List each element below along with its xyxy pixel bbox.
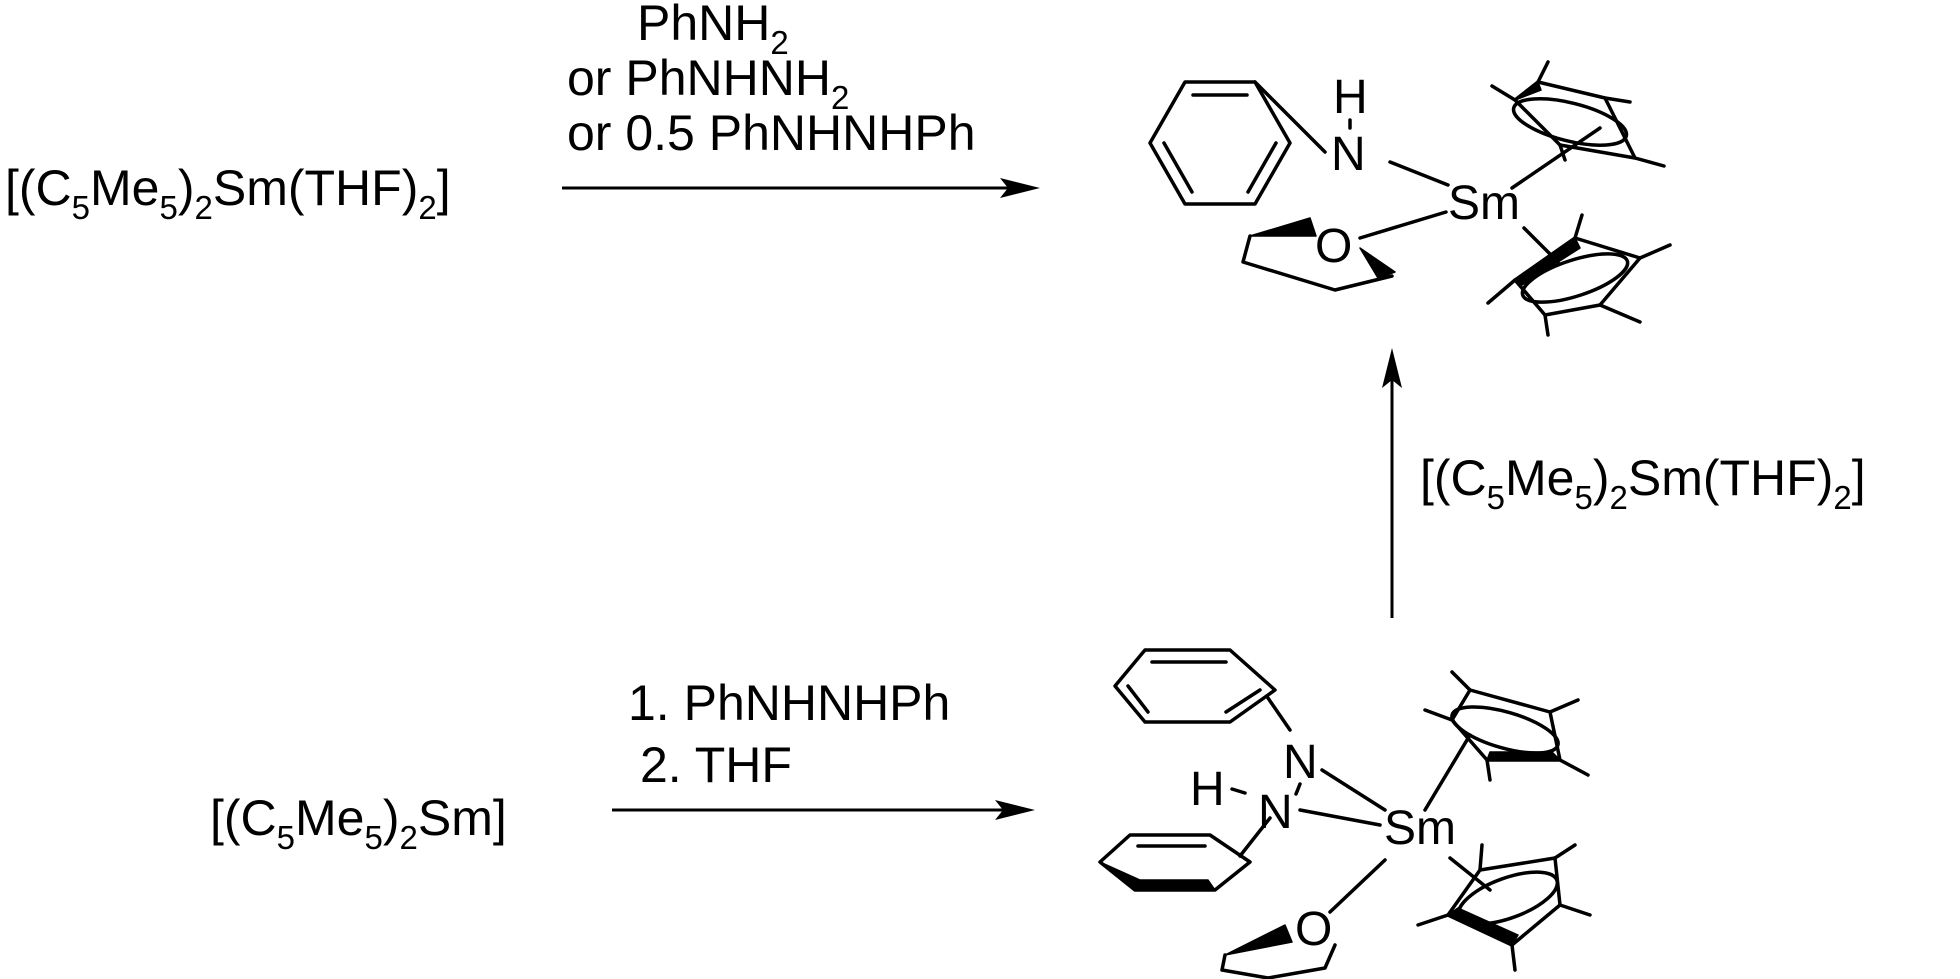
top-amide-n: N [1331,128,1366,181]
top-thf-wedge-right [1359,247,1396,279]
bottom-sm-atom: Sm [1384,802,1456,855]
top-reaction: [(C5Me5)2Sm(THF)2] PhNH2 or PhNHNH2 or 0… [5,0,1040,226]
top-arrow-head [1000,178,1040,198]
bottom-hydrazido-h: H [1190,763,1225,816]
vertical-reaction: [(C5Me5)2Sm(THF)2] [1382,348,1866,618]
top-reagent-3: or 0.5 PhNHNHPh [567,105,976,161]
bottom-reactant-formula: [(C5Me5)2Sm] [210,790,507,856]
top-reagent-1: PhNH2 [637,0,789,61]
top-thf-oxygen: O [1315,220,1352,273]
top-reagent-2: or PhNHNH2 [567,50,849,116]
bottom-cp-ring-upper [1423,670,1590,812]
top-cp-ring-lower [1486,213,1672,337]
bottom-thf-wedge [1224,924,1293,956]
bottom-product-structure: N H N Sm O [1098,648,1592,979]
top-phenyl-ring [1148,80,1292,206]
vertical-arrow-head [1382,348,1402,388]
top-amide-h: H [1333,71,1368,124]
top-sm-atom: Sm [1448,177,1520,230]
top-reactant-formula: [(C5Me5)2Sm(THF)2] [5,160,451,226]
top-thf-wedge-left [1249,217,1317,237]
bottom-step-1: 1. PhNHNHPh [628,675,950,731]
top-product-structure: H N Sm O [1148,60,1672,337]
bottom-hydrazido-n-upper: N [1283,736,1318,789]
bottom-reaction: [(C5Me5)2Sm] 1. PhNHNHPh 2. THF [210,675,1035,856]
bottom-arrow-head [995,800,1035,820]
bottom-phenyl-ring-upper [1113,648,1277,724]
top-cp-ring-upper [1490,60,1666,190]
vertical-reagent-formula: [(C5Me5)2Sm(THF)2] [1420,450,1866,516]
bottom-hydrazido-n-lower: N [1258,786,1293,839]
bottom-step-2: 2. THF [640,737,792,793]
bottom-cp-ring-lower [1416,843,1592,972]
bottom-thf-oxygen: O [1295,903,1332,956]
